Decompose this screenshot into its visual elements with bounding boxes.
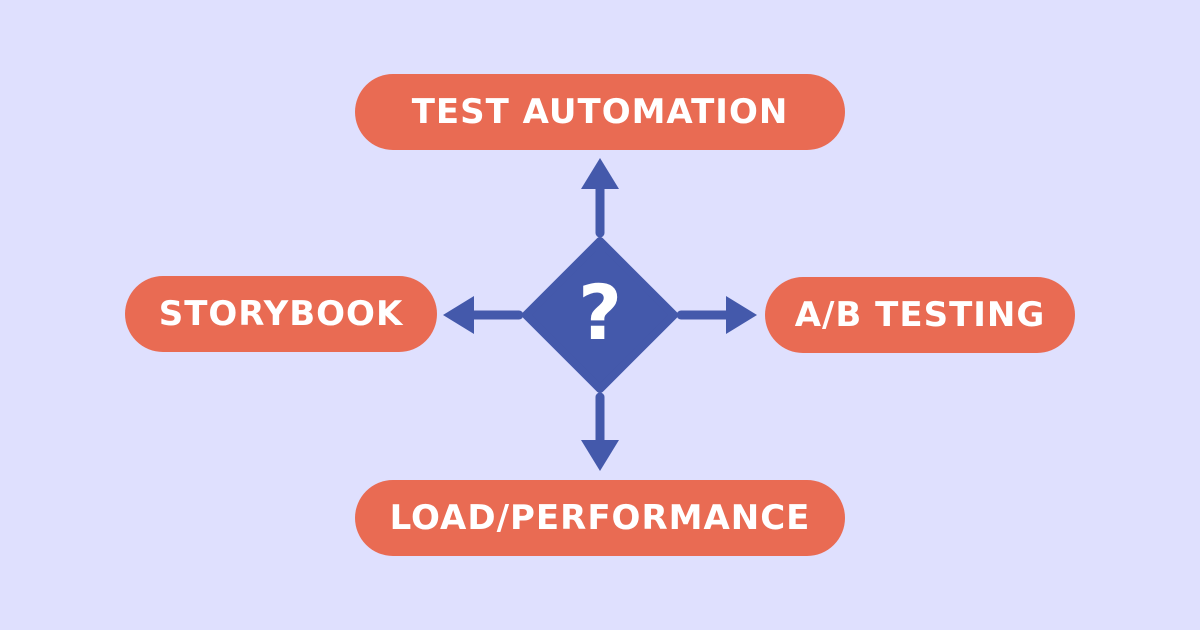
node-load-performance: LOAD/PERFORMANCE xyxy=(355,480,845,556)
node-ab-testing: A/B TESTING xyxy=(765,277,1075,353)
node-label: STORYBOOK xyxy=(158,294,404,334)
arrow-left-icon xyxy=(443,296,524,334)
node-test-automation: TEST AUTOMATION xyxy=(355,74,845,150)
node-label: TEST AUTOMATION xyxy=(411,92,789,132)
question-mark: ? xyxy=(577,267,623,357)
node-storybook: STORYBOOK xyxy=(125,276,437,352)
node-label: LOAD/PERFORMANCE xyxy=(389,498,811,538)
question-diamond-icon xyxy=(522,237,678,393)
arrow-up-icon xyxy=(581,158,619,238)
arrow-right-icon xyxy=(676,296,757,334)
node-label: A/B TESTING xyxy=(794,295,1046,335)
arrow-down-icon xyxy=(581,392,619,471)
